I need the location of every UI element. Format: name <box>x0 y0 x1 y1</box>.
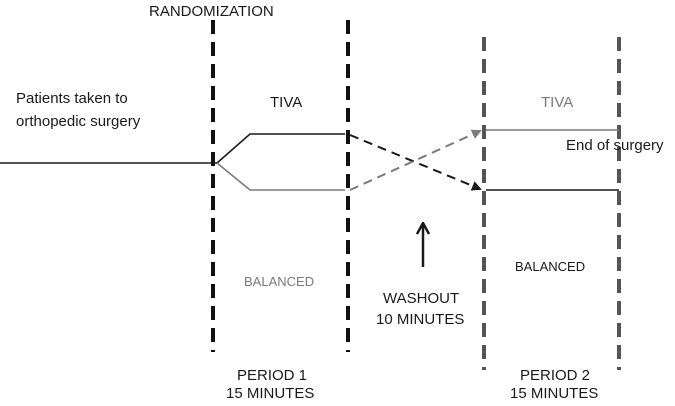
start-label-line2: orthopedic surgery <box>16 113 141 130</box>
washout-duration-label: 10 MINUTES <box>376 311 465 328</box>
washout-label: WASHOUT <box>383 290 460 307</box>
period2-balanced-label: BALANCED <box>515 259 586 274</box>
crossover-tiva-to-balanced-arrow <box>349 134 482 191</box>
period1-balanced-arm-line <box>216 162 345 191</box>
start-label-line1: Patients taken to <box>16 90 128 107</box>
period2-label: PERIOD 2 <box>520 367 591 384</box>
end-of-surgery-label: End of surgery <box>566 137 664 154</box>
period1-tiva-arm-line <box>216 133 345 164</box>
period1-tiva-label: TIVA <box>270 94 303 111</box>
crossover-balanced-to-tiva-arrow <box>349 129 482 191</box>
period2-tiva-label: TIVA <box>541 94 574 111</box>
period1-duration-label: 15 MINUTES <box>226 385 315 402</box>
period1-label: PERIOD 1 <box>237 367 308 384</box>
randomization-label: RANDOMIZATION <box>149 3 274 20</box>
period1-balanced-label: BALANCED <box>244 274 315 289</box>
period2-duration-label: 15 MINUTES <box>510 385 599 402</box>
